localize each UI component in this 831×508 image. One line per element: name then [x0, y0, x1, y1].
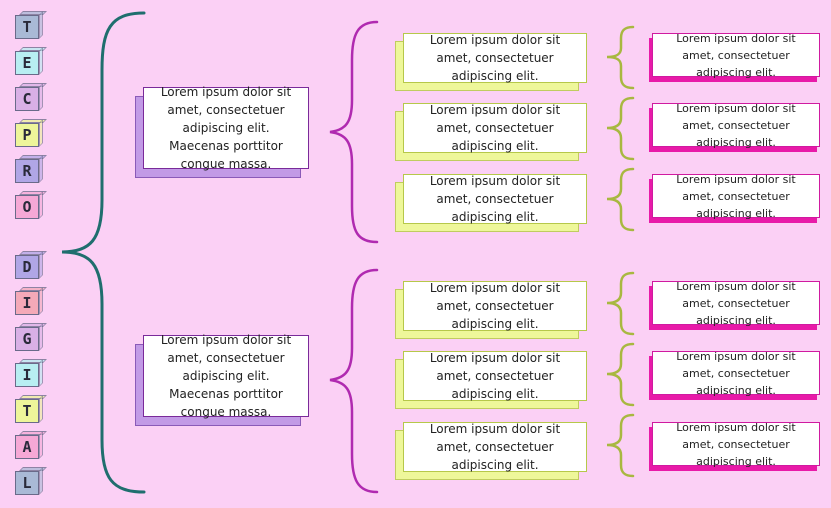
leaf-box: Lorem ipsum dolor sit amet, consectetuer… — [652, 173, 820, 220]
leaf-box: Lorem ipsum dolor sit amet, consectetuer… — [652, 32, 820, 79]
letter-cube: O — [15, 191, 47, 221]
letter-cube: R — [15, 155, 47, 185]
leaf-box: Lorem ipsum dolor sit amet, consectetuer… — [652, 421, 820, 468]
lower-mid-brace — [329, 268, 379, 494]
letter-cube: L — [15, 467, 47, 497]
sub-box: Lorem ipsum dolor sit amet, consectetuer… — [403, 33, 587, 83]
letter-cube: I — [15, 359, 47, 389]
upper-mid-brace — [329, 20, 379, 244]
letter-cube: D — [15, 251, 47, 281]
leaf-box: Lorem ipsum dolor sit amet, consectetuer… — [652, 350, 820, 397]
sub-box: Lorem ipsum dolor sit amet, consectetuer… — [403, 422, 587, 472]
small-brace — [606, 96, 635, 161]
letter-cube: P — [15, 119, 47, 149]
branch-box: Lorem ipsum dolor sit amet, consectetuer… — [143, 333, 309, 419]
sub-box: Lorem ipsum dolor sit amet, consectetuer… — [403, 174, 587, 224]
sub-box: Lorem ipsum dolor sit amet, consectetuer… — [403, 281, 587, 331]
letter-cube: G — [15, 323, 47, 353]
small-brace — [606, 271, 635, 336]
letter-cube: I — [15, 287, 47, 317]
small-brace — [606, 167, 635, 232]
leaf-box: Lorem ipsum dolor sit amet, consectetuer… — [652, 102, 820, 149]
main-brace — [61, 11, 146, 494]
leaf-box: Lorem ipsum dolor sit amet, consectetuer… — [652, 280, 820, 327]
small-brace — [606, 342, 635, 407]
branch-box: Lorem ipsum dolor sit amet, consectetuer… — [143, 85, 309, 171]
letter-cube: C — [15, 83, 47, 113]
small-braces — [606, 25, 635, 478]
letter-cube: T — [15, 395, 47, 425]
small-brace — [606, 413, 635, 478]
letter-cube: E — [15, 47, 47, 77]
small-brace — [606, 25, 635, 90]
sub-box: Lorem ipsum dolor sit amet, consectetuer… — [403, 351, 587, 401]
sub-box: Lorem ipsum dolor sit amet, consectetuer… — [403, 103, 587, 153]
letter-cube: A — [15, 431, 47, 461]
letter-cube: T — [15, 11, 47, 41]
